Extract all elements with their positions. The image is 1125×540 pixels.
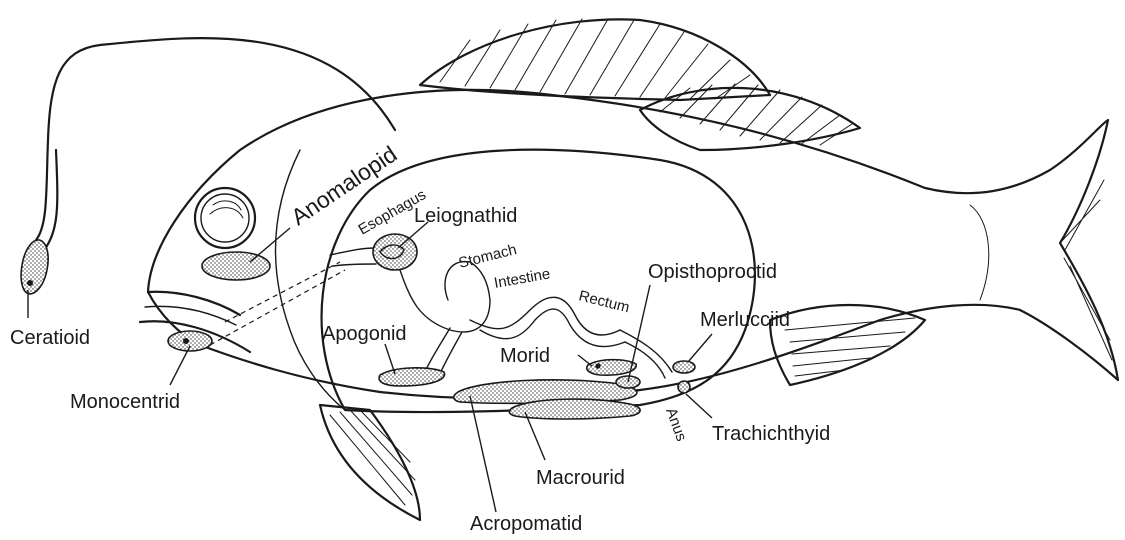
label-acropomatid: Acropomatid bbox=[470, 513, 582, 535]
label-intestine: Intestine bbox=[493, 265, 552, 292]
soft-dorsal-fin bbox=[640, 84, 860, 150]
morid-dot bbox=[595, 363, 600, 368]
label-apogonid: Apogonid bbox=[322, 323, 407, 345]
monocentrid-dot bbox=[183, 338, 189, 344]
label-anus: Anus bbox=[662, 406, 690, 444]
label-merlucciid: Merlucciid bbox=[700, 309, 790, 331]
macrourid-gland bbox=[509, 399, 640, 419]
label-ceratioid: Ceratioid bbox=[10, 327, 90, 349]
label-trachichthyid: Trachichthyid bbox=[712, 423, 830, 445]
label-rectum: Rectum bbox=[577, 287, 631, 316]
label-leiognathid: Leiognathid bbox=[414, 205, 517, 227]
monocentrid-gland bbox=[168, 331, 212, 351]
trachichthyid-gland bbox=[678, 381, 690, 393]
label-macrourid: Macrourid bbox=[536, 467, 625, 489]
tail-fin-rays bbox=[970, 180, 1112, 360]
pectoral-fin bbox=[770, 305, 925, 385]
apogonid-gland bbox=[379, 368, 445, 386]
eye bbox=[195, 188, 255, 248]
merlucciid-gland bbox=[673, 361, 695, 373]
label-morid: Morid bbox=[500, 345, 550, 367]
label-opisthoproctid: Opisthoproctid bbox=[648, 261, 777, 283]
pelvic-fin bbox=[320, 405, 420, 520]
label-stomach: Stomach bbox=[457, 241, 519, 272]
anomalopid-gland bbox=[202, 252, 270, 280]
label-monocentrid: Monocentrid bbox=[70, 391, 180, 413]
ceratioid-lure bbox=[21, 38, 395, 294]
fish-body-outline bbox=[148, 90, 1118, 399]
morid-gland bbox=[587, 360, 636, 376]
